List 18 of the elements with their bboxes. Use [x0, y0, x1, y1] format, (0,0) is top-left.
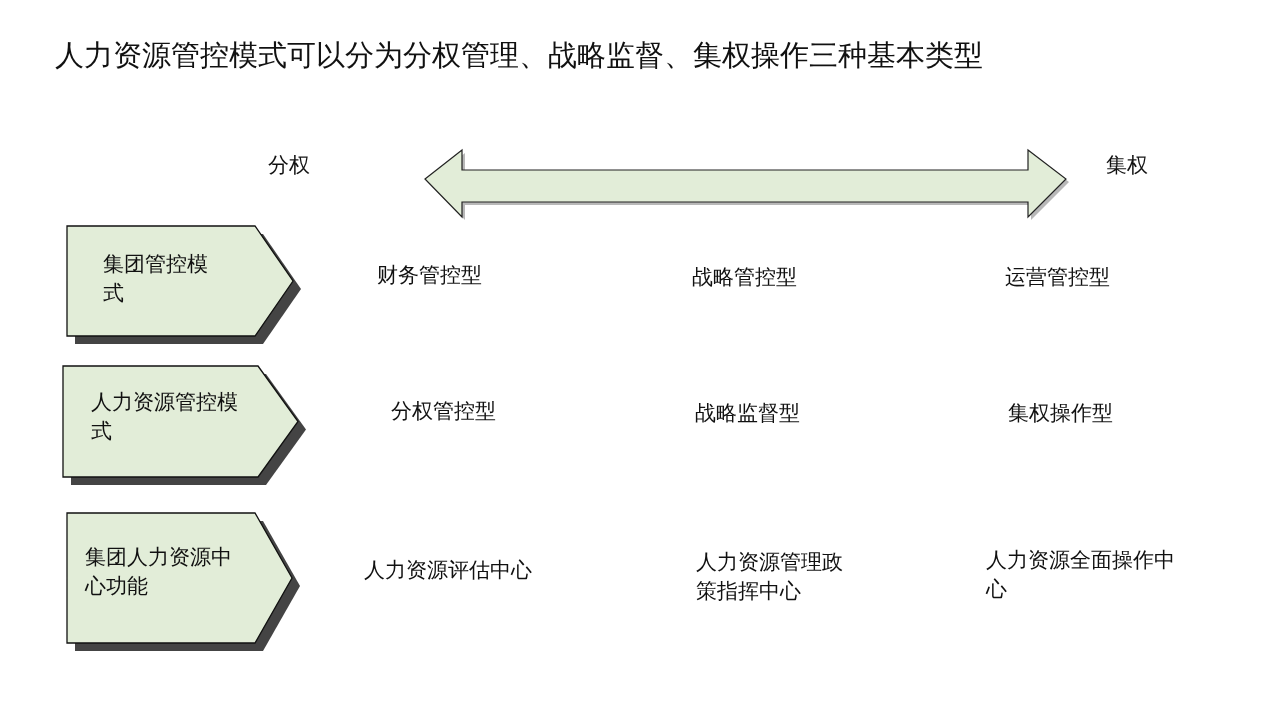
axis-end-label: 分权 [268, 152, 310, 179]
type-label: 运营管控型 [1005, 264, 1110, 291]
type-label: 战略监督型 [695, 400, 800, 427]
chevron-box [67, 513, 301, 652]
axis-end-label: 集权 [1106, 152, 1148, 179]
title: 人力资源管控模式可以分为分权管理、战略监督、集权操作三种基本类型 [55, 37, 983, 74]
chevron-box [63, 366, 307, 486]
box-label: 集团管控模式 [103, 251, 209, 307]
type-label: 集权操作型 [1008, 400, 1113, 427]
type-label: 战略管控型 [692, 264, 797, 291]
box-label: 集团人力资源中心功能 [85, 544, 233, 600]
box-label: 人力资源管控模式 [91, 389, 239, 445]
chevron-box [67, 226, 302, 345]
type-label: 分权管控型 [391, 398, 496, 425]
type-label: 人力资源评估中心 [364, 557, 532, 584]
type-label: 人力资源全面操作中心 [986, 547, 1176, 603]
type-label: 财务管控型 [377, 262, 482, 289]
type-label: 人力资源管理政策指挥中心 [696, 549, 844, 605]
